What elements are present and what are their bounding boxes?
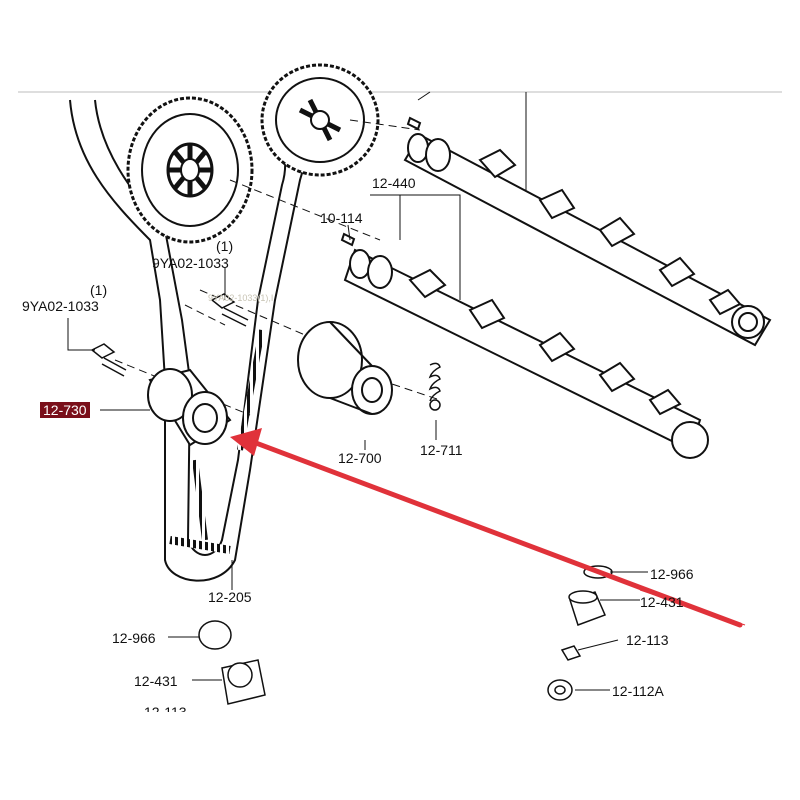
tensioner-spring <box>428 362 441 411</box>
label-idler-12-730-highlight: 12-730 <box>40 402 90 418</box>
tensioner <box>297 321 393 415</box>
camshaft-lower <box>340 232 709 459</box>
lifter-right <box>568 590 607 626</box>
red-pointer-arrow <box>230 428 746 628</box>
idler-pulley <box>147 368 232 447</box>
label-camshaft-12-440: 12-440 <box>372 175 416 191</box>
label-bolt-qty-upper: (1) <box>216 238 234 254</box>
label-tensioner-12-700: 12-700 <box>338 450 382 466</box>
label-seal-12-112a-right: 12-112A <box>612 683 664 699</box>
label-bolt-9ya02-upper: 9YA02-1033 <box>152 255 229 271</box>
adjuster-right <box>560 645 582 661</box>
label-bolt-ghost: 9YA02-1033(1),I <box>208 293 274 303</box>
label-cap-12-966-left: 12-966 <box>112 630 156 646</box>
label-cap-12-966-right: 12-966 <box>650 566 694 582</box>
label-belt-12-205: 12-205 <box>208 589 252 605</box>
label-spring-12-711: 12-711 <box>420 442 463 458</box>
label-bolt-qty-left: (1) <box>90 282 108 298</box>
camshaft-upper <box>403 116 772 347</box>
bolt-centre <box>210 293 249 327</box>
label-adjuster-12-113-right: 12-113 <box>626 632 669 648</box>
cam-pulley-right <box>260 63 380 177</box>
label-lifter-12-431-right: 12-431 <box>640 594 684 610</box>
seal-right <box>547 679 573 701</box>
lifter-left <box>221 659 266 705</box>
label-cut-off-12-113: 12-113 <box>144 704 187 712</box>
bolt-left <box>90 343 127 377</box>
leader-lines <box>67 91 648 691</box>
cap-left <box>198 620 232 650</box>
label-bolt-9ya02-left: 9YA02-1033 <box>22 298 99 314</box>
label-lifter-12-431-left: 12-431 <box>134 673 178 689</box>
label-pin-10-114: 10-114 <box>320 210 363 226</box>
cam-pulley-left <box>126 96 254 244</box>
